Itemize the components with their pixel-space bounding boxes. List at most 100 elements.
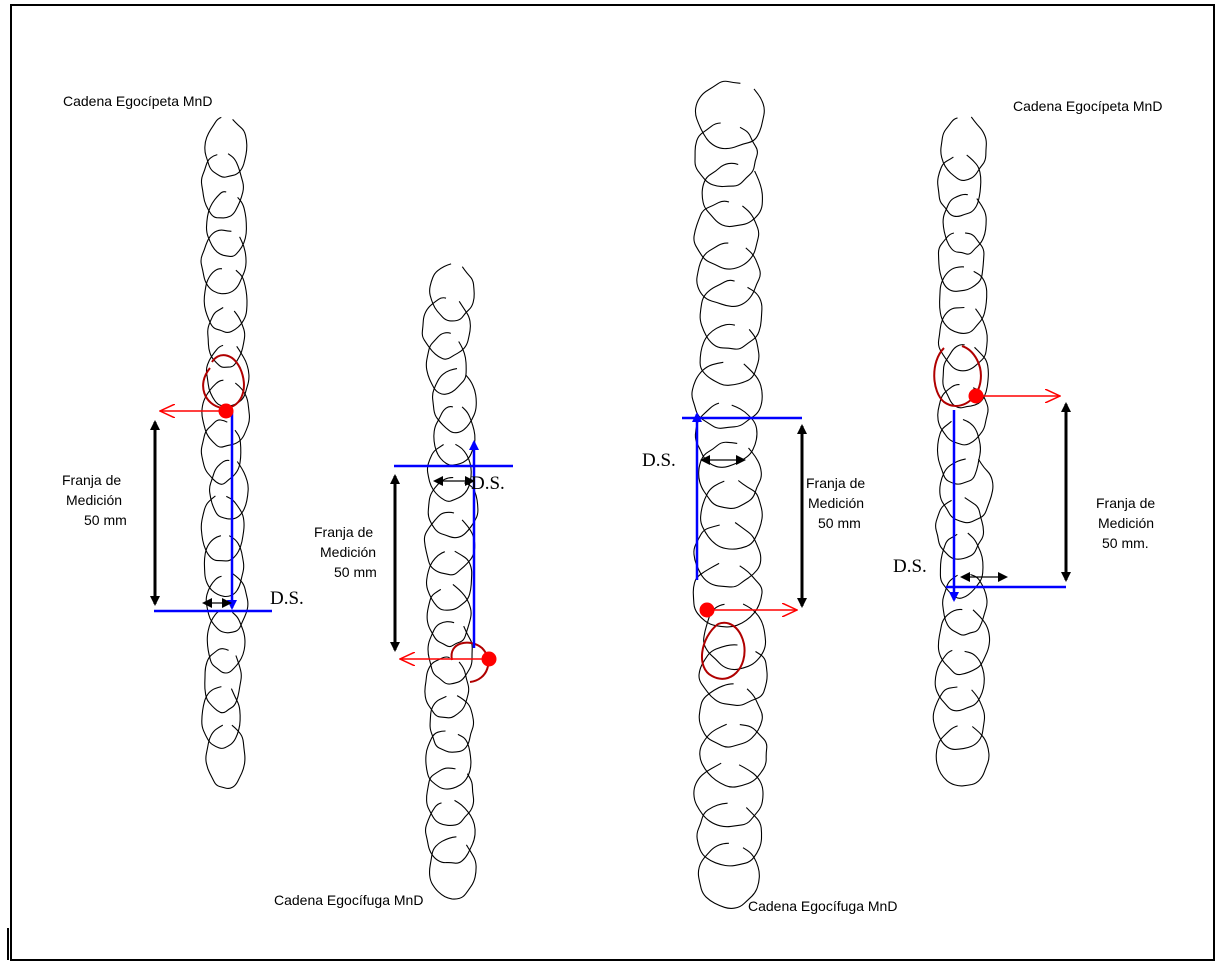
chain-loop <box>427 477 479 539</box>
chain-loop <box>426 583 472 648</box>
chain-loop <box>204 116 248 178</box>
chain-loop <box>694 80 765 150</box>
red-dot <box>968 388 984 404</box>
ds-label-1: D.S. <box>270 588 304 609</box>
chain-loop <box>425 332 467 395</box>
chain-loop <box>207 307 246 368</box>
chain-loop <box>694 402 758 468</box>
frame-border <box>10 4 1215 961</box>
chain-loop <box>940 116 987 181</box>
franja-label-4c: 50 mm. <box>1102 535 1149 551</box>
chain-loop <box>693 762 764 828</box>
chain-loop <box>697 842 760 909</box>
panel-2-title: Cadena Egocífuga MnD <box>274 892 423 908</box>
franja-label-1c: 50 mm <box>84 512 127 528</box>
chain-loop <box>937 306 988 372</box>
chain-loop <box>205 191 247 258</box>
franja-label-3a: Franja de <box>806 475 865 491</box>
chain-loop <box>939 532 984 599</box>
chain-loop <box>942 573 988 636</box>
panel-4: Cadena Egocípeta MnD Franja de Medición … <box>893 98 1162 602</box>
franja-label-2c: 50 mm <box>334 564 377 580</box>
highlight-loop <box>450 641 490 683</box>
chain-loop <box>206 609 246 674</box>
chain-loop <box>429 263 475 322</box>
chain-loop <box>700 480 763 550</box>
chain-loop <box>200 229 247 295</box>
franja-label-3c: 50 mm <box>818 515 861 531</box>
chain-loop <box>942 193 987 255</box>
highlight-loop <box>933 345 982 407</box>
chain-loop <box>937 154 982 218</box>
chain-loop <box>423 511 476 576</box>
chain-loop <box>935 725 990 787</box>
chain-loop <box>932 686 986 750</box>
chain-loop <box>203 535 245 598</box>
chain-loop <box>429 695 475 753</box>
highlight-loop <box>202 354 245 410</box>
panel-4-title: Cadena Egocípeta MnD <box>1013 98 1162 114</box>
chain-loop <box>696 242 761 308</box>
chain-loop <box>432 368 477 434</box>
ds-label-4: D.S. <box>893 556 927 577</box>
chain-loop <box>699 323 760 386</box>
franja-label-3b: Medición <box>808 495 864 511</box>
chain-loop <box>200 495 245 562</box>
chain-loop <box>425 730 472 790</box>
ds-label-3: D.S. <box>642 450 676 471</box>
chain-loop <box>204 648 242 714</box>
red-dot <box>699 602 715 618</box>
franja-label-2b: Medición <box>320 544 376 560</box>
handwriting-chain-1 <box>200 116 251 790</box>
highlight-loop <box>700 621 746 680</box>
chain-loop <box>701 162 763 228</box>
franja-label-1b: Medición <box>66 492 122 508</box>
chain-loop <box>699 723 768 788</box>
panel-3-title: Cadena Egocífuga MnD <box>748 898 897 914</box>
chain-loop <box>937 608 991 676</box>
chain-loop <box>200 153 244 219</box>
chain-loop <box>209 459 249 520</box>
ds-label-2: D.S. <box>471 473 505 494</box>
panel-1: Cadena Egocípeta MnD Franja de Medición … <box>62 93 304 613</box>
franja-label-4a: Franja de <box>1096 495 1155 511</box>
chain-loop <box>426 443 472 502</box>
chain-loop <box>694 122 758 188</box>
chain-loop <box>692 562 763 628</box>
chain-loop <box>937 384 989 446</box>
chain-loop <box>424 799 476 864</box>
chain-loop <box>691 361 763 429</box>
chain-loop <box>428 836 477 900</box>
chain-loop <box>698 683 763 748</box>
chain-loop <box>696 802 763 867</box>
chain-loop <box>433 406 476 466</box>
handwriting-chain-4 <box>932 116 994 787</box>
chain-loop <box>939 458 994 524</box>
handwriting-chain-2 <box>421 263 479 900</box>
chain-loop <box>205 724 246 790</box>
chain-loop <box>205 573 249 634</box>
handwriting-chain-3 <box>691 80 768 909</box>
franja-label-2a: Franja de <box>314 524 373 540</box>
chain-loop <box>936 418 981 485</box>
chain-loop <box>699 279 763 350</box>
panel-1-title: Cadena Egocípeta MnD <box>63 93 212 109</box>
chain-loop <box>693 522 762 588</box>
chain-loop <box>939 266 988 334</box>
chain-loop <box>426 767 475 826</box>
franja-label-4b: Medición <box>1098 515 1154 531</box>
panel-2: Cadena Egocífuga MnD Franja de Medición … <box>274 440 513 908</box>
chain-loop <box>203 268 248 333</box>
chain-loop <box>201 379 251 448</box>
chain-loop <box>424 656 470 719</box>
chain-loop <box>693 200 760 270</box>
chain-loop <box>934 649 985 712</box>
chain-loop <box>200 419 242 485</box>
chain-loop <box>937 232 985 292</box>
chain-loop <box>935 497 985 560</box>
red-dot <box>481 651 497 667</box>
chain-loop <box>425 550 473 611</box>
chain-loop <box>698 441 762 509</box>
chain-loop <box>698 644 768 706</box>
